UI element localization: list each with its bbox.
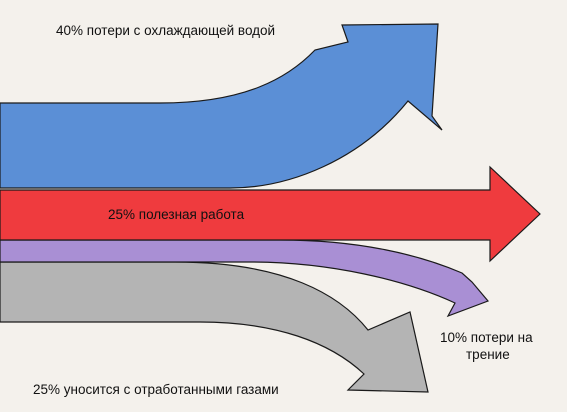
cooling-water-label: 40% потери с охлаждающей водой: [56, 23, 275, 38]
useful-work-label: 25% полезная работа: [108, 207, 245, 222]
friction-arrow: [0, 239, 490, 318]
exhaust-gas-arrow: [0, 261, 429, 393]
friction-label-line2: трение: [466, 347, 510, 362]
useful-work-arrow: [0, 165, 541, 263]
cooling-water-arrow: [0, 23, 443, 189]
exhaust-gas-label: 25% уносится с отработанными газами: [33, 382, 279, 397]
friction-label-line1: 10% потери на: [440, 330, 533, 345]
